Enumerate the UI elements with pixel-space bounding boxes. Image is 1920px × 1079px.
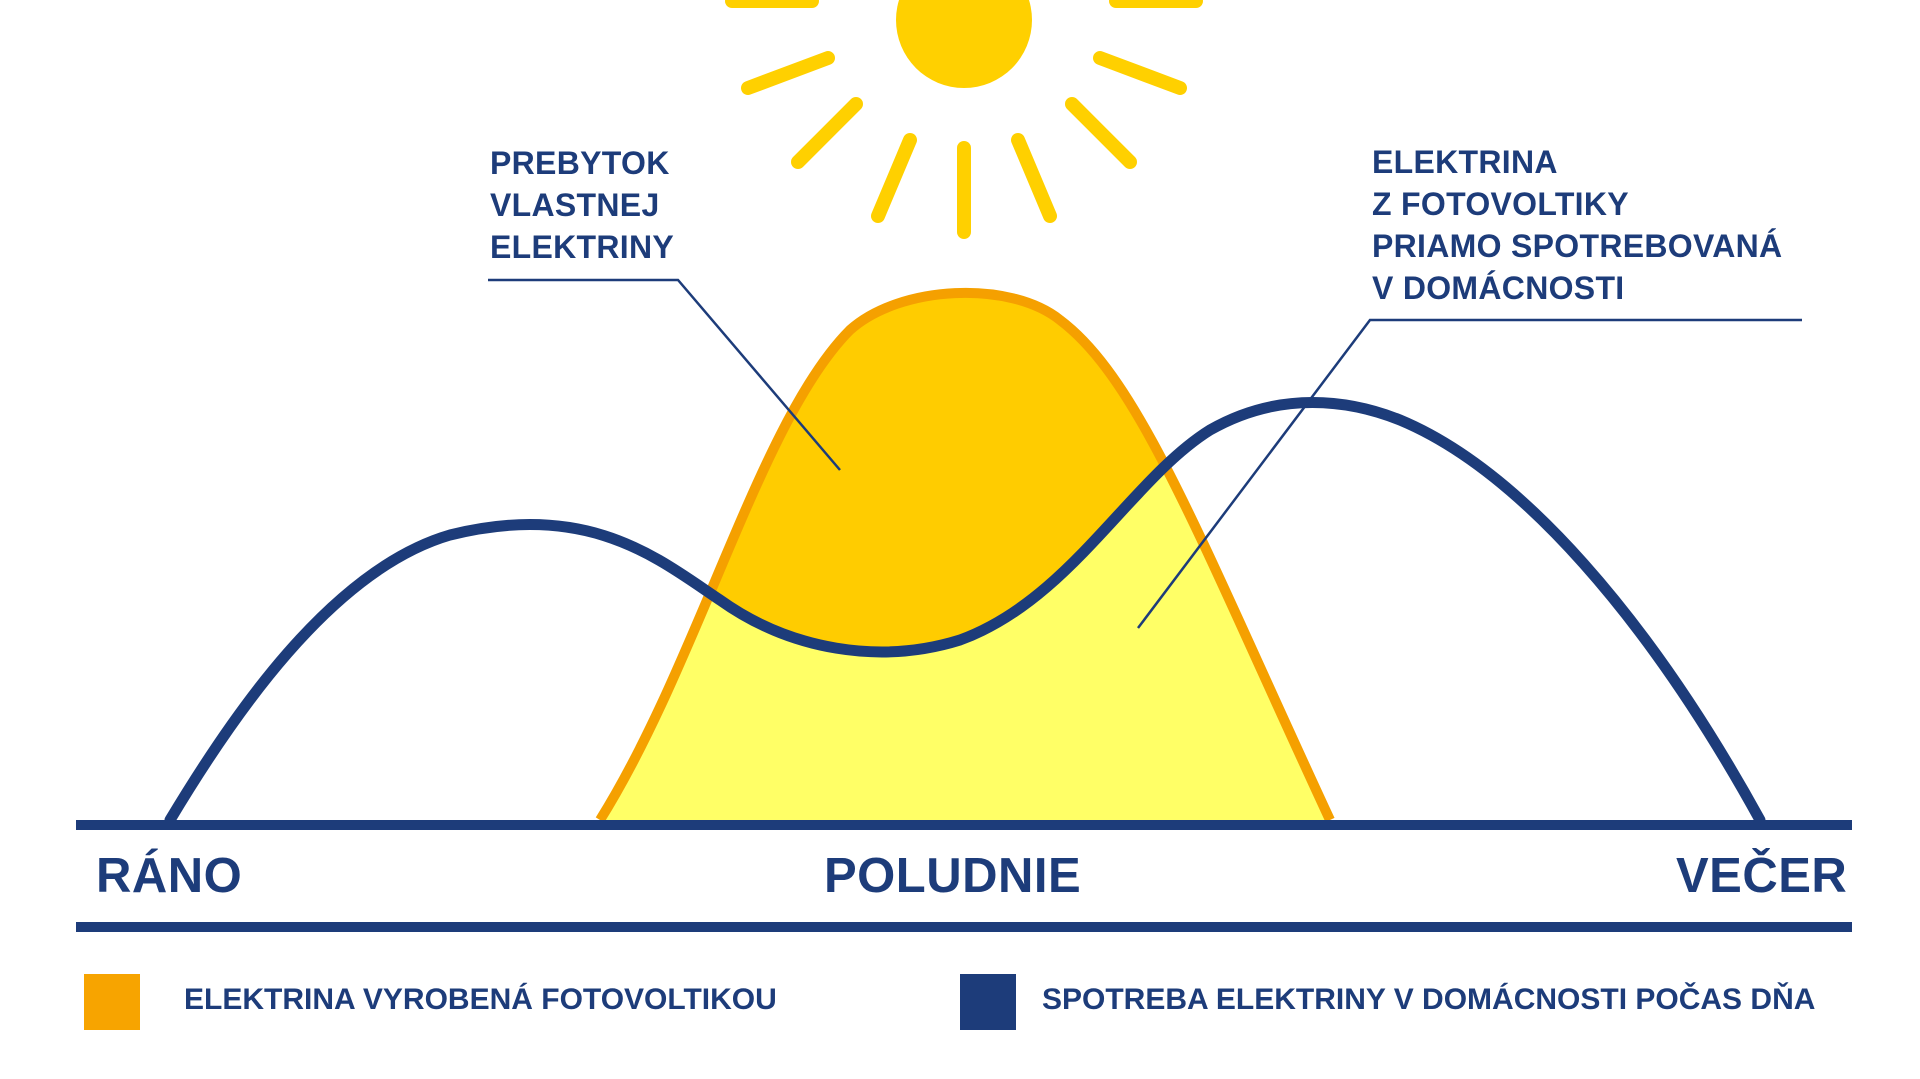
axis-label-evening: VEČER bbox=[1676, 849, 1848, 903]
callout-line: VLASTNEJ bbox=[490, 187, 660, 223]
legend-swatch-production bbox=[84, 974, 140, 1030]
axis-bottom-line bbox=[76, 922, 1852, 932]
production-curve bbox=[595, 287, 1335, 823]
time-axis-line bbox=[76, 820, 1852, 830]
direct-use-callout: ELEKTRINA Z FOTOVOLTIKY PRIAMO SPOTREBOV… bbox=[1372, 141, 1782, 309]
legend-label-production: ELEKTRINA VYROBENÁ FOTOVOLTIKOU bbox=[184, 983, 777, 1016]
callout-line: ELEKTRINA bbox=[1372, 144, 1558, 180]
sun-ray bbox=[1065, 97, 1137, 169]
sun-ray bbox=[791, 97, 863, 169]
sun-ray bbox=[1093, 51, 1187, 95]
callout-line: Z FOTOVOLTIKY bbox=[1372, 186, 1629, 222]
sun-ray bbox=[871, 133, 917, 223]
legend-label-consumption: SPOTREBA ELEKTRINY V DOMÁCNOSTI POČAS DŇ… bbox=[1042, 983, 1816, 1016]
consumption-curve bbox=[164, 397, 1766, 826]
sun-ray bbox=[741, 51, 835, 95]
callout-line: ELEKTRINY bbox=[490, 229, 675, 265]
callout-line: PREBYTOK bbox=[490, 145, 670, 181]
sun-ray bbox=[1011, 133, 1057, 223]
surplus-leader-line bbox=[488, 278, 841, 471]
axis-label-noon: POLUDNIE bbox=[824, 849, 1082, 903]
surplus-callout: PREBYTOK VLASTNEJ ELEKTRINY bbox=[490, 142, 674, 268]
legend-swatch-consumption bbox=[960, 974, 1016, 1030]
axis-label-morning: RÁNO bbox=[96, 849, 243, 903]
callout-line: V DOMÁCNOSTI bbox=[1372, 270, 1625, 306]
callout-line: PRIAMO SPOTREBOVANÁ bbox=[1372, 228, 1783, 264]
direct-use-leader-line bbox=[1137, 318, 1802, 629]
sun-disc bbox=[896, 0, 1032, 88]
sun-icon bbox=[725, 0, 1203, 239]
